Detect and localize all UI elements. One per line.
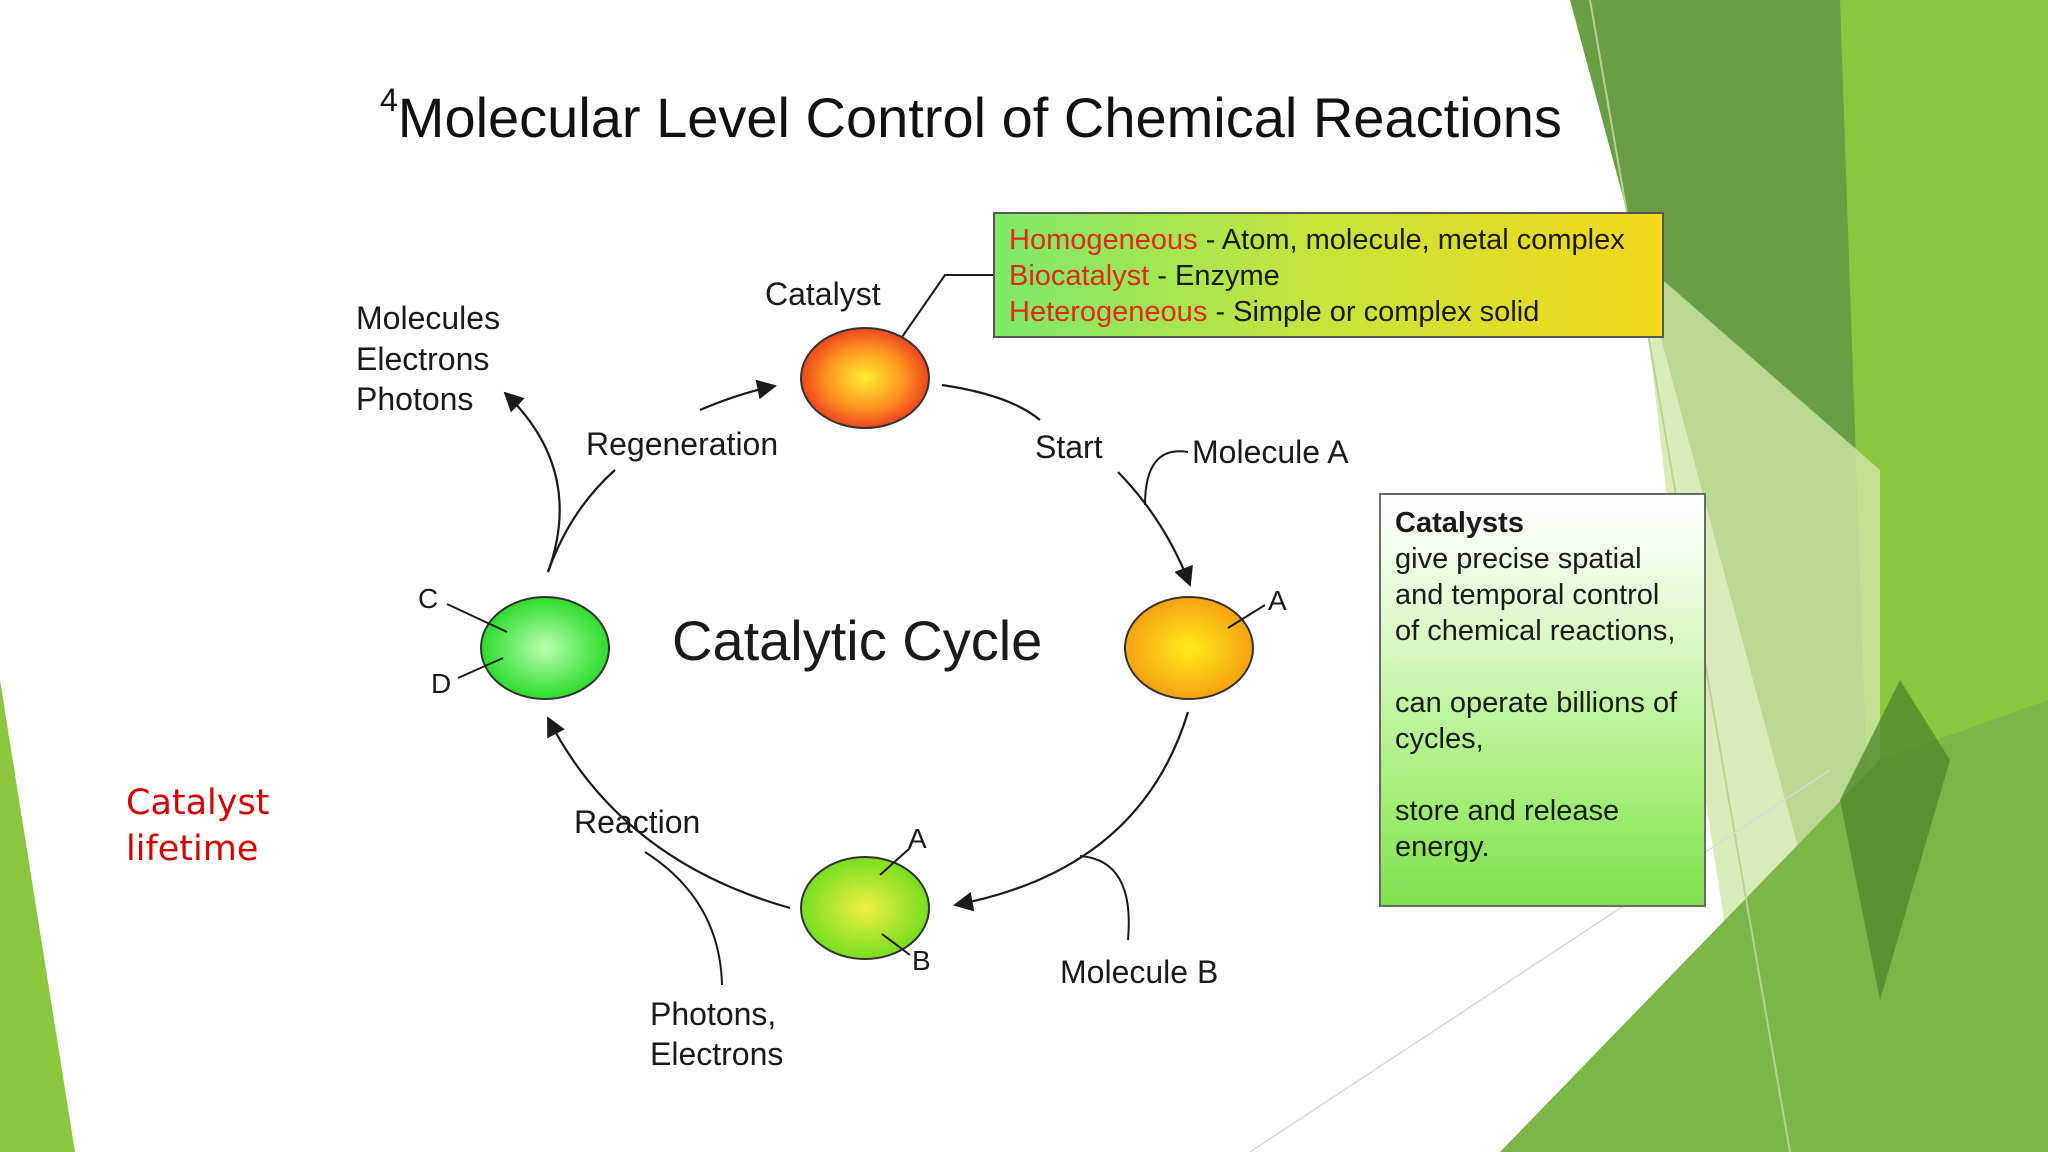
arrow-a-to-ab [953, 711, 1190, 912]
outputs-line1: Molecules [356, 300, 500, 336]
catalysts-text-line: of chemical reactions, [1395, 615, 1676, 647]
node-cd [480, 596, 610, 700]
thin-decor-line-2 [1249, 769, 1831, 1152]
catalyst-types-box: Homogeneous - Atom, molecule, metal comp… [993, 212, 1664, 338]
tick-cd-d [457, 657, 504, 679]
tick-a [1227, 604, 1266, 629]
connector-molecule-b [1079, 855, 1130, 941]
catalyst-callout-line [892, 274, 995, 351]
tick-cd-c [446, 603, 508, 633]
connector-photons-electrons [644, 851, 723, 986]
photons-electrons-line2: Electrons [650, 1036, 783, 1072]
left-green-wedge [0, 680, 75, 1152]
node-ab [800, 856, 930, 960]
outputs-line3: Photons [356, 381, 473, 417]
catalysts-text-line: give precise spatial [1395, 543, 1642, 575]
arrow-outputs [503, 391, 561, 573]
connector-molecule-a [1144, 450, 1189, 506]
arrow-ab-to-cd [547, 716, 791, 910]
start-label: Start [1035, 429, 1103, 465]
node-cd-label-d: D [431, 668, 451, 699]
arrow-start-to-a [1117, 471, 1193, 587]
slide-number-superscript: 4 [380, 82, 398, 118]
reaction-label: Reaction [574, 804, 700, 840]
node-cd-label-c: C [418, 583, 438, 614]
catalysts-text-line: and temporal control [1395, 579, 1660, 611]
catalysts-text-line: energy. [1395, 831, 1490, 863]
types-row-heterogeneous: Heterogeneous - Simple or complex solid [1009, 296, 1540, 328]
slide-title-text: Molecular Level Control of Chemical Reac… [397, 86, 1562, 149]
types-row-biocatalyst: Biocatalyst - Enzyme [1009, 260, 1280, 292]
catalysts-text-line: store and release [1395, 795, 1620, 827]
arrow-start [941, 383, 1041, 421]
tick-ab-b [881, 933, 911, 956]
molecule-b-label: Molecule B [1060, 954, 1218, 990]
types-row-homogeneous: Homogeneous - Atom, molecule, metal comp… [1009, 224, 1625, 256]
catalyst-node [800, 327, 930, 429]
node-ab-label-b: B [912, 945, 931, 976]
node-ab-label-a: A [908, 823, 927, 854]
catalyst-lifetime-label: Catalyst lifetime [126, 783, 270, 869]
node-a [1124, 596, 1254, 700]
catalyst-label: Catalyst [765, 276, 881, 312]
catalysts-text-line: can operate billions of [1395, 687, 1678, 719]
molecule-a-label: Molecule A [1192, 434, 1349, 470]
bottom-right-dark-shard [1840, 680, 1950, 1000]
arrow-regeneration-to-catalyst [699, 379, 777, 412]
catalysts-description-box: Catalysts give precise spatial and tempo… [1379, 493, 1706, 907]
catalysts-heading: Catalysts [1395, 507, 1524, 539]
tick-ab-a [879, 847, 911, 876]
slide-title: 4Molecular Level Control of Chemical Rea… [380, 82, 1780, 150]
outputs-line2: Electrons [356, 341, 489, 377]
photons-electrons-line1: Photons, [650, 996, 776, 1032]
catalysts-text-line: cycles, [1395, 723, 1484, 755]
regeneration-label: Regeneration [586, 426, 778, 462]
node-a-label: A [1268, 585, 1287, 616]
center-label: Catalytic Cycle [672, 609, 1042, 672]
